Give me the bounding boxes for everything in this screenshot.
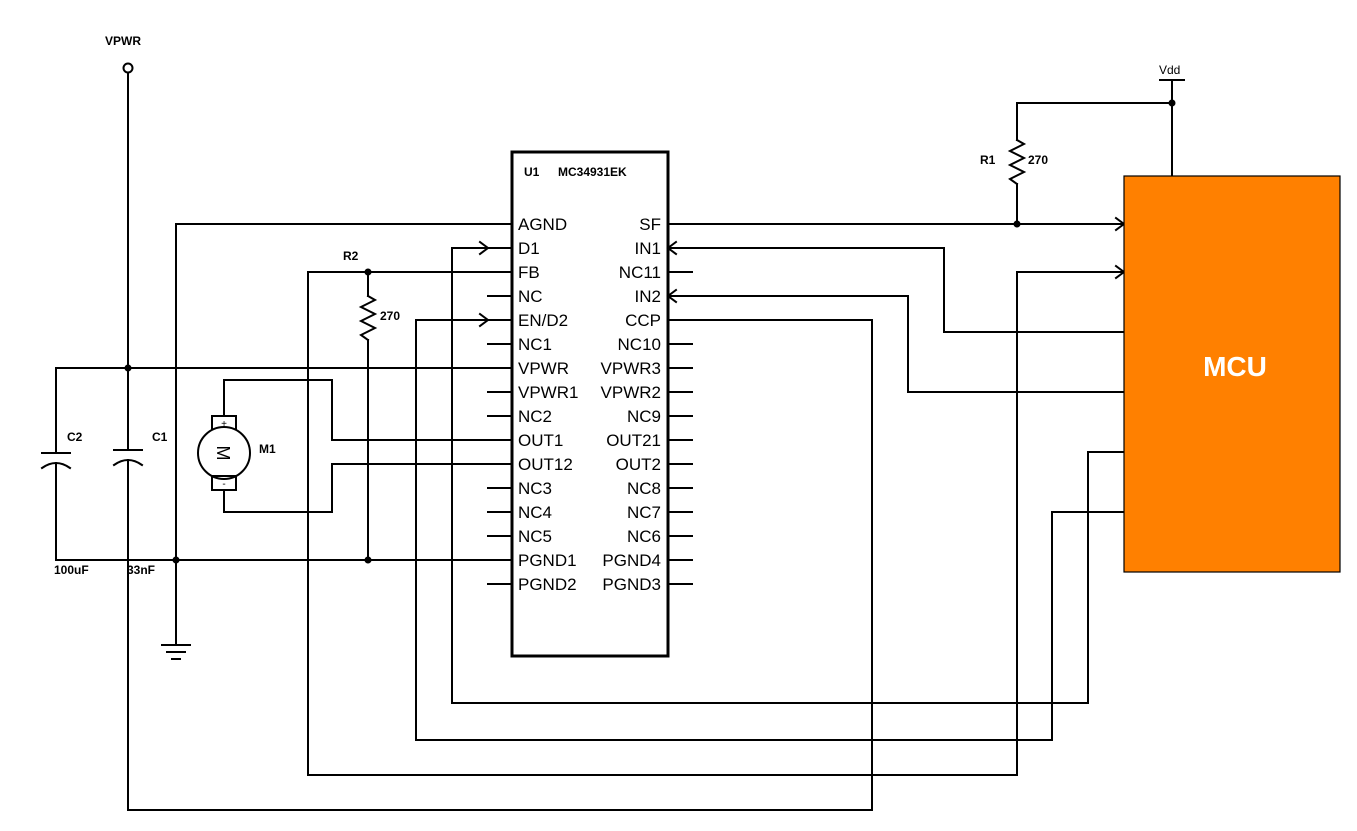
- pin-label-right-3: IN2: [635, 287, 661, 306]
- r1-ref: R1: [980, 153, 996, 167]
- pin-label-left-5: NC1: [518, 335, 552, 354]
- pin-label-left-1: D1: [518, 239, 540, 258]
- pin-label-left-7: VPWR1: [518, 383, 578, 402]
- c2-ref: C2: [67, 430, 83, 444]
- pin-label-right-13: NC6: [627, 527, 661, 546]
- pin-label-right-8: NC9: [627, 407, 661, 426]
- r1-value: 270: [1028, 153, 1048, 167]
- motor-plus-sign: +: [221, 419, 227, 430]
- motor-minus-sign: -: [222, 479, 225, 490]
- motor-symbol: M: [213, 446, 233, 461]
- c1-ref: C1: [152, 430, 168, 444]
- pin-label-left-8: NC2: [518, 407, 552, 426]
- in2-arrow: [666, 288, 678, 304]
- pin-label-left-2: FB: [518, 263, 540, 282]
- mcu-label: MCU: [1203, 351, 1267, 382]
- c2-value: 100uF: [54, 563, 89, 577]
- pin-label-right-1: IN1: [635, 239, 661, 258]
- pin-label-left-6: VPWR: [518, 359, 569, 378]
- pin-label-left-11: NC3: [518, 479, 552, 498]
- vdd-label: Vdd: [1159, 63, 1180, 77]
- ic-body: [510, 150, 670, 658]
- pin-label-right-9: OUT21: [606, 431, 661, 450]
- pin-label-left-0: AGND: [518, 215, 567, 234]
- pin-label-right-0: SF: [639, 215, 661, 234]
- pin-label-left-9: OUT1: [518, 431, 563, 450]
- r2-resistor: [358, 294, 378, 342]
- r1-resistor: [1007, 138, 1027, 186]
- r2-ref: R2: [343, 249, 359, 263]
- pin-label-left-3: NC: [518, 287, 543, 306]
- ic-part: MC34931EK: [558, 165, 627, 179]
- vpwr-label: VPWR: [105, 34, 141, 48]
- vpwr-terminal: [122, 62, 134, 74]
- m1-ref: M1: [259, 442, 276, 456]
- pin-label-left-10: OUT12: [518, 455, 573, 474]
- pin-label-right-15: PGND3: [602, 575, 661, 594]
- pin-label-right-5: NC10: [618, 335, 661, 354]
- pin-label-left-12: NC4: [518, 503, 552, 522]
- ic-ref: U1: [524, 165, 540, 179]
- en-arrow: [478, 312, 490, 328]
- pin-label-left-14: PGND1: [518, 551, 577, 570]
- pin-label-right-10: OUT2: [616, 455, 661, 474]
- vpwr-junction: [124, 364, 132, 372]
- pin-label-right-4: CCP: [625, 311, 661, 330]
- pin-label-right-11: NC8: [627, 479, 661, 498]
- r2-value: 270: [380, 309, 400, 323]
- d1-arrow: [478, 240, 490, 256]
- pin-label-right-14: PGND4: [602, 551, 661, 570]
- pin-label-right-2: NC11: [619, 263, 661, 282]
- pin-label-right-7: VPWR2: [601, 383, 661, 402]
- pin-label-left-13: NC5: [518, 527, 552, 546]
- motor-icon: [197, 426, 251, 480]
- pin-label-right-6: VPWR3: [601, 359, 661, 378]
- c1-value: 33nF: [127, 563, 155, 577]
- pin-label-left-15: PGND2: [518, 575, 577, 594]
- pin-label-right-12: NC7: [627, 503, 661, 522]
- in1-arrow: [666, 240, 678, 256]
- mcu-block: [1123, 175, 1341, 573]
- pin-label-left-4: EN/D2: [518, 311, 568, 330]
